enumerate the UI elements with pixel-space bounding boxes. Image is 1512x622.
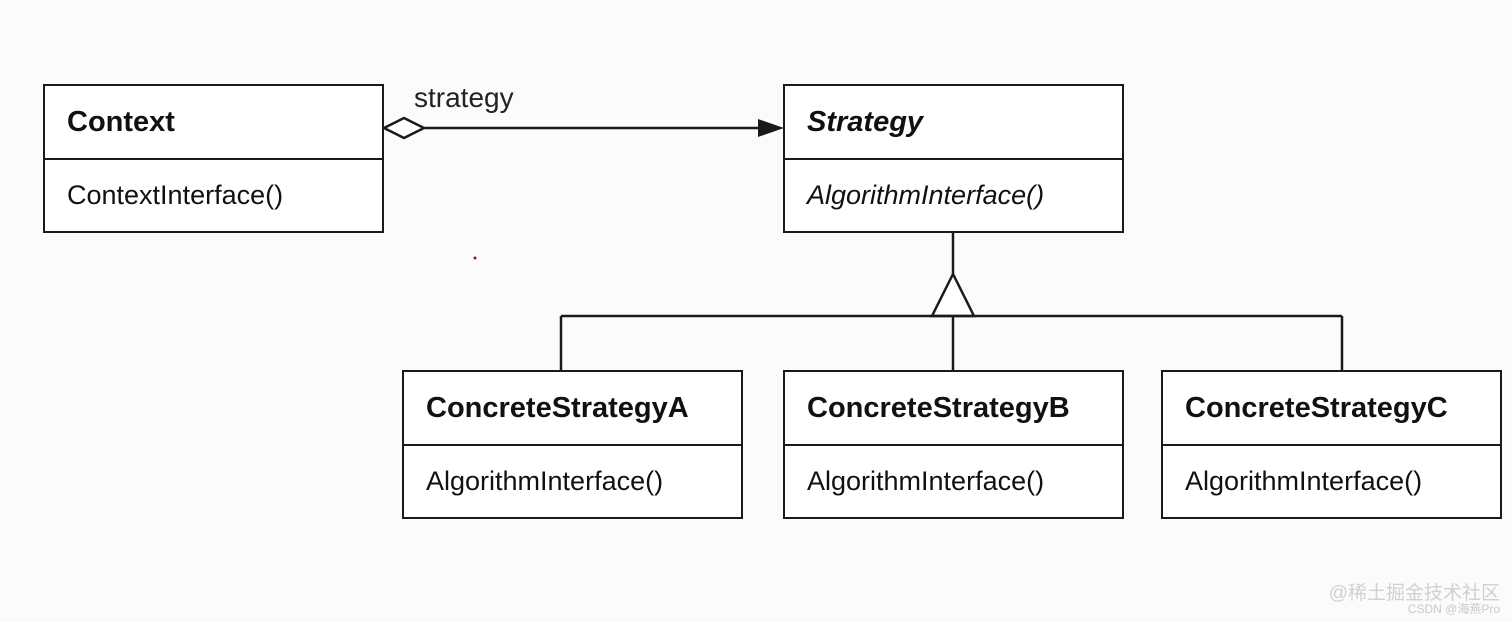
concrete-strategy-c-operation: AlgorithmInterface() [1185, 466, 1423, 496]
association-label: strategy [414, 82, 514, 113]
concrete-strategy-a-class: ConcreteStrategyA AlgorithmInterface() [402, 370, 743, 519]
context-class: Context ContextInterface() [43, 84, 384, 233]
concrete-strategy-c-name: ConcreteStrategyC [1163, 372, 1500, 446]
inheritance-triangle [929, 271, 977, 318]
stray-dot [473, 256, 477, 260]
watermark-juejin: @稀土掘金技术社区 [1328, 583, 1500, 604]
context-class-name: Context [45, 86, 382, 160]
concrete-strategy-b-operation: AlgorithmInterface() [807, 466, 1045, 496]
concrete-strategy-c-class: ConcreteStrategyC AlgorithmInterface() [1161, 370, 1502, 519]
concrete-strategy-b-name: ConcreteStrategyB [785, 372, 1122, 446]
watermark-csdn: CSDN @海燕Pro [1407, 602, 1500, 616]
aggregation-diamond [381, 116, 427, 140]
strategy-class: Strategy AlgorithmInterface() [783, 84, 1124, 233]
concrete-strategy-a-operation: AlgorithmInterface() [426, 466, 664, 496]
navigation-arrowhead [758, 119, 784, 137]
concrete-strategy-a-name: ConcreteStrategyA [404, 372, 741, 446]
context-class-operation: ContextInterface() [67, 180, 284, 210]
strategy-class-operation: AlgorithmInterface() [807, 180, 1045, 210]
concrete-strategy-b-class: ConcreteStrategyB AlgorithmInterface() [783, 370, 1124, 519]
strategy-class-name: Strategy [785, 86, 1122, 160]
